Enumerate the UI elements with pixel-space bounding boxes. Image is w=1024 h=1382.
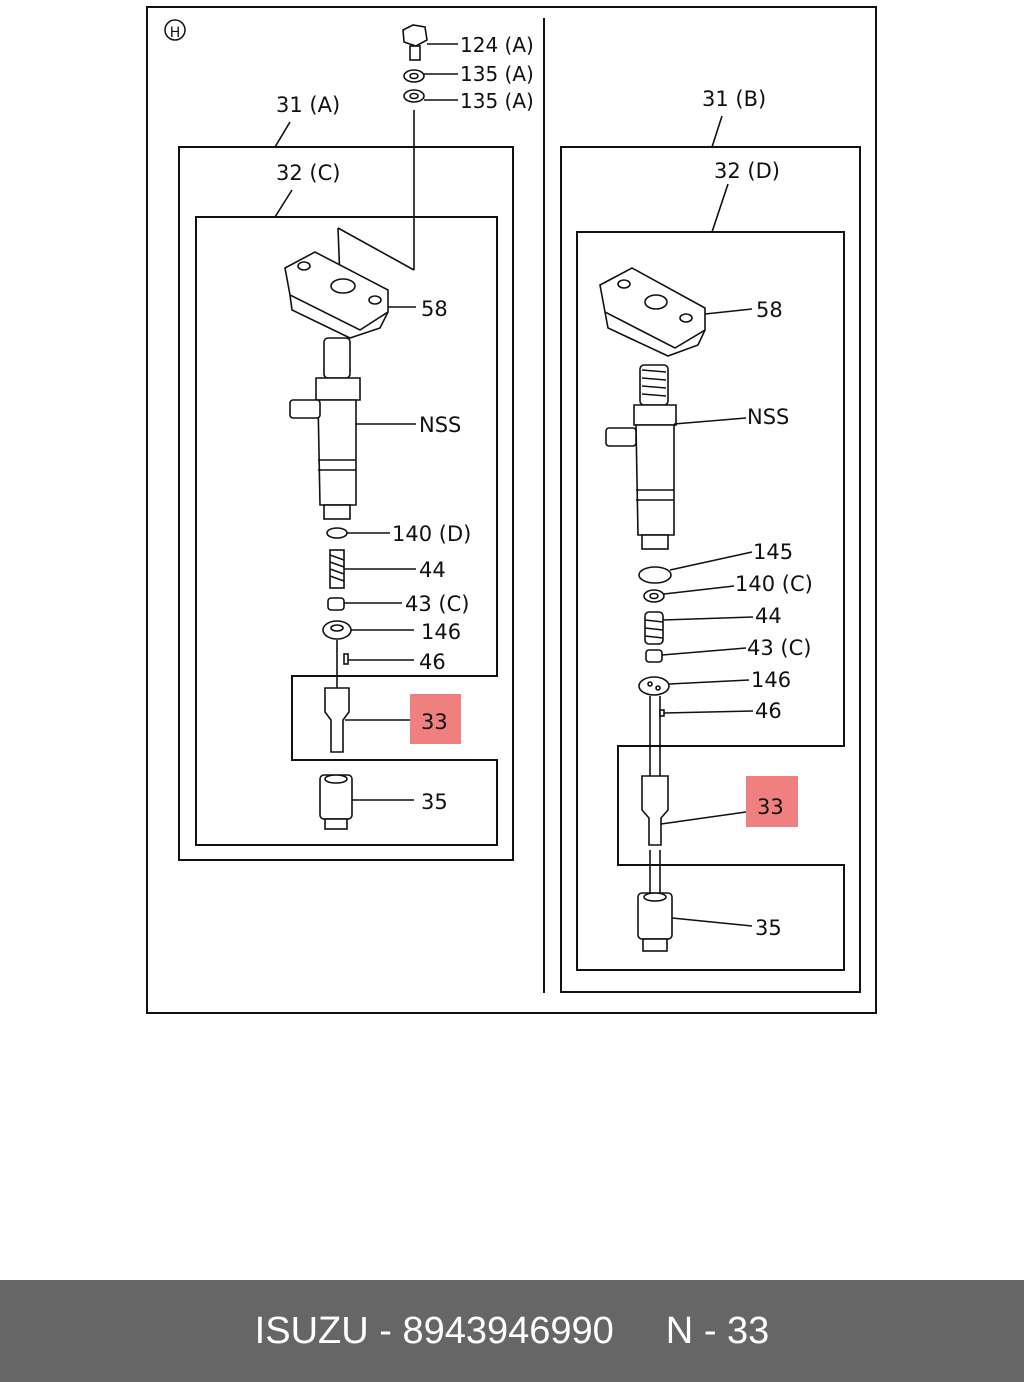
ref-number: 33 xyxy=(727,1309,770,1352)
label-33-a: 33 xyxy=(421,710,448,734)
retaining-nut-icon xyxy=(637,892,673,952)
o-ring-icon xyxy=(638,566,672,584)
label-33-b: 33 xyxy=(757,795,784,819)
brand-name: ISUZU xyxy=(254,1309,369,1352)
part-number: 8943946990 xyxy=(402,1309,614,1352)
frame-marker: H xyxy=(164,19,186,41)
label-nss-b: NSS xyxy=(747,405,789,429)
label-135a-1: 135 (A) xyxy=(460,62,534,86)
group-b-parts-art xyxy=(599,267,706,952)
washer-icon xyxy=(326,527,348,539)
highlight-33-a xyxy=(410,694,461,744)
clamp-plate-icon xyxy=(599,267,706,357)
label-140d: 140 (D) xyxy=(392,522,471,546)
label-146-a: 146 xyxy=(421,620,461,644)
group-a-inner-box xyxy=(195,216,498,846)
label-35-a: 35 xyxy=(421,790,448,814)
group-b-inner-box xyxy=(576,231,845,971)
spring-icon xyxy=(329,549,345,589)
spring-seat-icon xyxy=(645,649,663,663)
label-35-b: 35 xyxy=(755,916,782,940)
label-58-a: 58 xyxy=(421,297,448,321)
svg-text:H: H xyxy=(170,25,181,41)
parts-diagram: H xyxy=(146,6,877,1014)
label-32c: 32 (C) xyxy=(276,161,340,185)
ref-prefix: N xyxy=(665,1309,694,1352)
label-32d: 32 (D) xyxy=(714,159,780,183)
label-nss-a: NSS xyxy=(419,413,461,437)
nozzle-icon xyxy=(324,687,350,753)
spacer-icon xyxy=(638,676,670,696)
label-31b: 31 (B) xyxy=(702,87,766,111)
label-146-b: 146 xyxy=(751,668,791,692)
bolt-icon xyxy=(402,24,428,61)
spring-icon xyxy=(644,611,664,645)
part-footer-bar: ISUZU - 8943946990 N - 33 xyxy=(0,1280,1024,1382)
label-135a-2: 135 (A) xyxy=(460,89,534,113)
label-145: 145 xyxy=(753,540,793,564)
label-124a: 124 (A) xyxy=(460,33,534,57)
group-a-outer-box xyxy=(178,146,514,861)
retaining-nut-icon xyxy=(319,774,353,830)
spring-seat-icon xyxy=(327,597,345,611)
label-44-a: 44 xyxy=(419,558,446,582)
footer-separator: - xyxy=(379,1309,392,1352)
label-43c-b: 43 (C) xyxy=(747,636,811,660)
label-44-b: 44 xyxy=(755,604,782,628)
injector-body-icon xyxy=(289,337,361,520)
label-46-b: 46 xyxy=(755,699,782,723)
ref-separator: - xyxy=(703,1309,717,1352)
label-31a: 31 (A) xyxy=(276,93,340,117)
label-58-b: 58 xyxy=(756,298,783,322)
group-a-parts-art xyxy=(284,24,428,830)
label-43c-a: 43 (C) xyxy=(405,592,469,616)
label-140c: 140 (C) xyxy=(735,572,813,596)
nozzle-icon xyxy=(641,775,669,846)
clamp-plate-icon xyxy=(284,251,389,339)
group-b-outer-box xyxy=(560,146,861,993)
highlight-33-b xyxy=(746,776,798,827)
pin-icon xyxy=(343,653,349,665)
pin-icon xyxy=(659,709,665,717)
diagram-frame xyxy=(146,6,877,1014)
injector-body-icon xyxy=(605,364,677,550)
label-46-a: 46 xyxy=(419,650,446,674)
